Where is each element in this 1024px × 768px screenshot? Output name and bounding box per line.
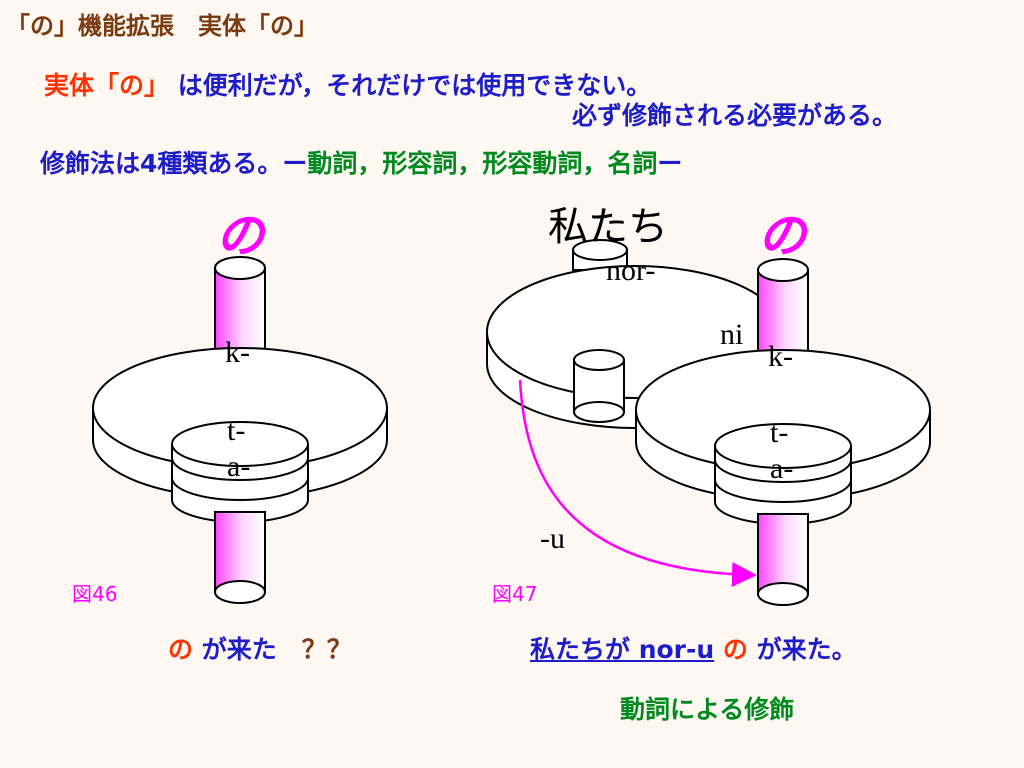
fig47-caption-text: が来た。 [747,635,857,664]
intro-entity-no: 実体「の」 [44,71,170,100]
fig47-no-label: の [758,208,807,264]
figure-46-big-disc [92,347,388,499]
fig47-nor-label: nor- [606,254,656,287]
fig47-caption-subject: 私たちが nor-u [530,635,715,664]
methods-suffix: ー [657,149,683,178]
figure-47-shaft-bottom [757,513,809,606]
fig47-t-label: t- [770,416,789,449]
fig46-t-label: t- [227,414,246,447]
fig46-a-label: a- [227,450,251,483]
figure-46-shaft-bottom [214,511,266,604]
intro-text: は便利だが，それだけでは使用できない。 [169,71,652,100]
fig47-watashi-label: 私たち [548,204,668,249]
fig46-k-label: k- [225,336,250,369]
fig47-ni-label: ni [720,318,744,351]
fig46-caption-text: が来た [193,635,277,664]
fig47-caption-no: の [722,635,748,664]
fig46-caption: の が来た ？？ [168,630,352,666]
fig47-number: 図47 [492,582,538,606]
methods-list: 動詞，形容詞，形容動詞，名詞 [307,149,658,178]
fig47-u-label: -u [540,522,565,555]
conclusion-text: 動詞による修飾 [620,695,795,724]
fig46-no-label: の [216,208,265,264]
figure-46-lower-discs [171,421,309,523]
fig46-number: 図46 [72,582,118,606]
figure-47-watashi-inner-cylinder [573,349,625,423]
methods-line: 修飾法は4種類ある。ー動詞，形容詞，形容動詞，名詞ー [40,144,682,180]
fig47-caption: 私たちが nor-u の が来た。 [530,630,857,666]
methods-prefix: 修飾法は4種類ある。ー [40,149,308,178]
page-title: 「の」機能拡張 実体「の」 [6,12,318,40]
fig46-caption-no: の [168,635,194,664]
figure-47-watashi-knob [572,239,628,271]
figure-47-lower-discs [714,423,852,525]
figure-47-arrow [518,379,757,587]
intro-line-1: 実体「の」 は便利だが，それだけでは使用できない。 [44,66,651,102]
fig47-a-label: a- [770,452,794,485]
fig47-k-label: k- [768,340,793,373]
fig46-caption-question: ？？ [301,635,352,664]
intro-line-2: 必ず修飾される必要がある。 [572,101,898,130]
